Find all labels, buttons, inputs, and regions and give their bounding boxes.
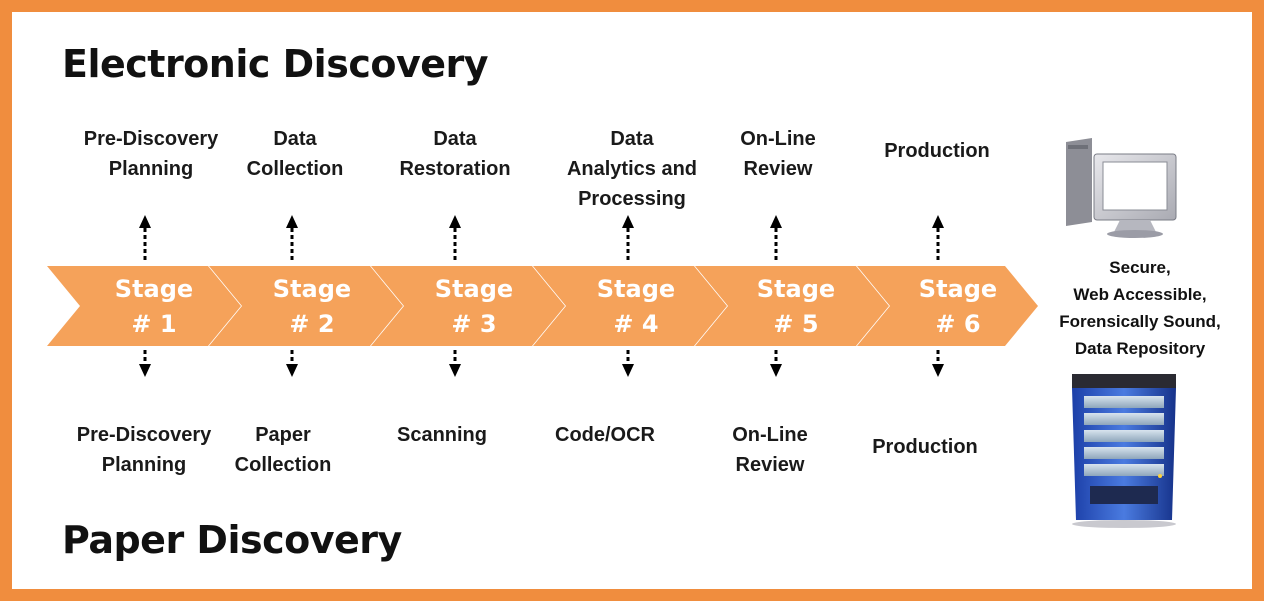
arrow-heads <box>139 215 944 377</box>
stage-6-number: # 6 <box>935 310 981 338</box>
paper-discovery-title: Paper Discovery <box>62 518 402 562</box>
stage-5-up-arrow-head <box>770 215 782 228</box>
repository-description: Secure, Web Accessible, Forensically Sou… <box>1040 254 1240 362</box>
paper-stage-3-label: Scanning <box>362 420 522 450</box>
electronic-stage-6-line-1: Production <box>884 140 990 162</box>
paper-stage-6-label: Production <box>845 432 1005 462</box>
stage-1-down-arrow-head <box>139 364 151 377</box>
stage-1-number: # 1 <box>131 310 177 338</box>
paper-stage-5-line-1: On-Line <box>732 424 808 446</box>
stage-3-down-arrow-head <box>449 364 461 377</box>
stage-5-number: # 5 <box>773 310 819 338</box>
paper-stage-6-line-1: Production <box>872 436 978 458</box>
paper-stage-1-line-1: Pre-Discovery <box>76 424 212 446</box>
stage-6-up-arrow-head <box>932 215 944 228</box>
electronic-stage-3-label: Data Restoration <box>375 124 535 184</box>
electronic-stage-1-line-1: Pre-Discovery <box>83 128 219 150</box>
server-icon <box>1072 374 1176 528</box>
repository-line-1: Secure, <box>1109 258 1171 277</box>
repository-line-4: Data Repository <box>1074 339 1206 358</box>
paper-stage-5-line-2: Review <box>735 454 805 476</box>
paper-stage-4-label: Code/OCR <box>525 420 685 450</box>
stage-3-chevron <box>371 266 565 346</box>
stage-1-word: Stage <box>114 275 194 303</box>
paper-stage-1-label: Pre-Discovery Planning <box>64 420 224 480</box>
stage-2-chevron <box>209 266 403 346</box>
electronic-stage-4-line-3: Processing <box>578 188 686 210</box>
stage-4-label: Stage # 4 <box>586 272 686 342</box>
stage-5-label: Stage # 5 <box>746 272 846 342</box>
electronic-stage-2-label: Data Collection <box>215 124 375 184</box>
stage-5-chevron <box>695 266 889 346</box>
electronic-stage-5-line-2: Review <box>743 158 813 180</box>
stage-1-up-arrow-head <box>139 215 151 228</box>
paper-stage-2-label: Paper Collection <box>203 420 363 480</box>
electronic-stage-6-label: Production <box>857 136 1017 166</box>
stage-6-chevron <box>857 266 1038 346</box>
stage-4-number: # 4 <box>613 310 659 338</box>
electronic-stage-1-label: Pre-Discovery Planning <box>71 124 231 184</box>
stage-3-word: Stage <box>434 275 514 303</box>
stage-3-up-arrow-head <box>449 215 461 228</box>
stage-2-up-arrow-head <box>286 215 298 228</box>
electronic-stage-5-line-1: On-Line <box>740 128 816 150</box>
stage-4-up-arrow-head <box>622 215 634 228</box>
paper-stage-4-line-1: Code/OCR <box>555 424 655 446</box>
electronic-stage-3-line-1: Data <box>433 128 477 150</box>
paper-stage-2-line-2: Collection <box>234 454 332 476</box>
paper-stage-2-line-1: Paper <box>255 424 311 446</box>
stage-4-word: Stage <box>596 275 676 303</box>
electronic-stage-4-line-1: Data <box>610 128 654 150</box>
electronic-stage-5-label: On-Line Review <box>698 124 858 184</box>
stage-1-label: Stage # 1 <box>104 272 204 342</box>
stage-3-number: # 3 <box>451 310 497 338</box>
paper-stage-5-label: On-Line Review <box>690 420 850 480</box>
stage-6-label: Stage # 6 <box>908 272 1008 342</box>
electronic-discovery-title: Electronic Discovery <box>62 42 489 86</box>
stage-2-number: # 2 <box>289 310 335 338</box>
stage-2-label: Stage # 2 <box>262 272 362 342</box>
electronic-stage-4-label: Data Analytics and Processing <box>552 124 712 214</box>
stage-2-word: Stage <box>272 275 352 303</box>
stage-2-down-arrow-head <box>286 364 298 377</box>
electronic-stage-1-line-2: Planning <box>108 158 194 180</box>
chevrons <box>47 266 1038 346</box>
stage-1-chevron <box>47 266 241 346</box>
repository-line-3: Forensically Sound, <box>1059 312 1221 331</box>
stage-3-label: Stage # 3 <box>424 272 524 342</box>
repository-line-2: Web Accessible, <box>1073 285 1207 304</box>
stage-6-word: Stage <box>918 275 998 303</box>
electronic-stage-4-line-2: Analytics and <box>566 158 698 180</box>
stage-4-chevron <box>533 266 727 346</box>
stage-5-word: Stage <box>756 275 836 303</box>
paper-stage-3-line-1: Scanning <box>396 424 487 446</box>
stage-4-down-arrow-head <box>622 364 634 377</box>
desktop-computer-icon <box>1066 138 1177 238</box>
electronic-stage-2-line-2: Collection <box>246 158 344 180</box>
stage-6-down-arrow-head <box>932 364 944 377</box>
electronic-stage-3-line-2: Restoration <box>399 158 511 180</box>
electronic-stage-2-line-1: Data <box>273 128 317 150</box>
stage-5-down-arrow-head <box>770 364 782 377</box>
paper-stage-1-line-2: Planning <box>101 454 187 476</box>
